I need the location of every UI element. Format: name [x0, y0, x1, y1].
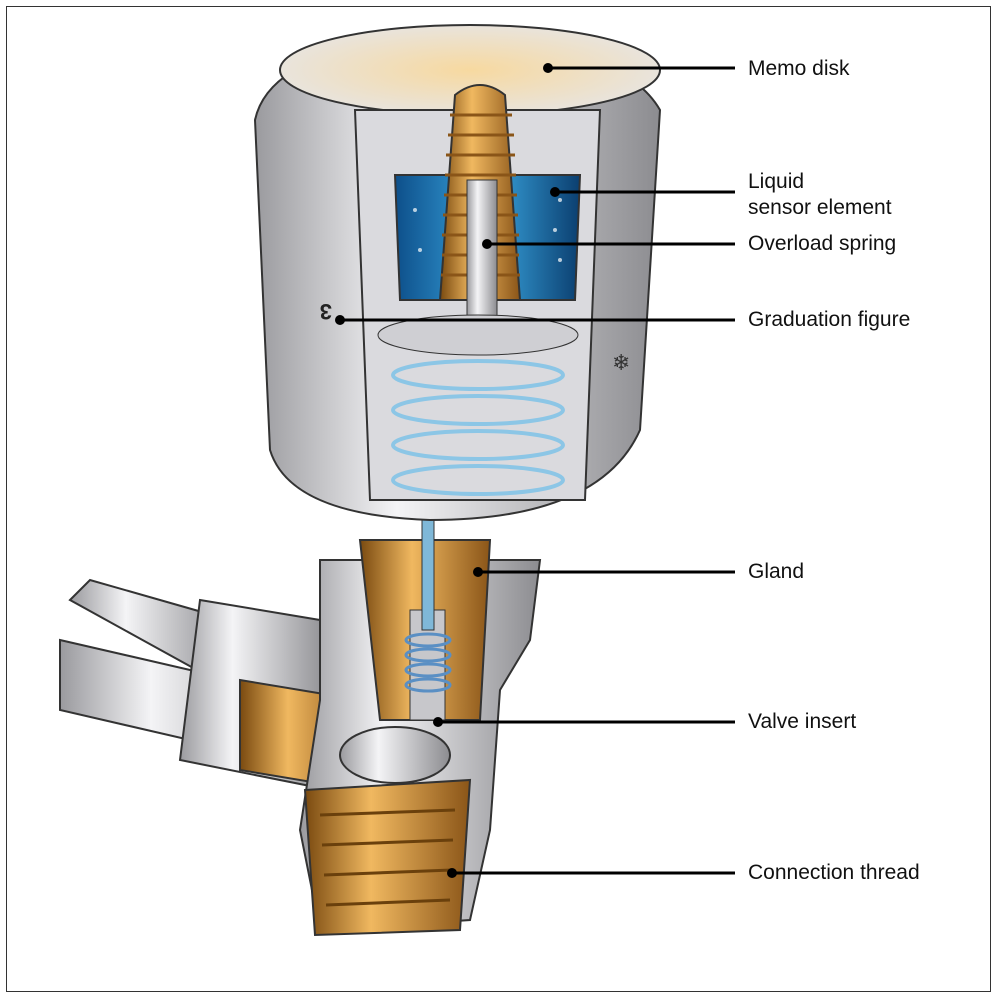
diagram-frame — [6, 6, 991, 992]
label-gland: Gland — [748, 560, 805, 583]
leader-dots — [335, 63, 560, 878]
graduation-mark: 3 — [320, 299, 332, 324]
label-liquid-sensor-line2: sensor element — [748, 196, 892, 219]
label-graduation-figure: Graduation figure — [748, 308, 911, 331]
label-liquid-sensor-line1: Liquid — [748, 170, 805, 193]
label-overload-spring: Overload spring — [748, 232, 897, 255]
label-liquid-sensor: Liquid sensor element — [748, 169, 892, 221]
leader-lines — [340, 66, 735, 875]
label-memo-disk: Memo disk — [748, 57, 850, 80]
label-connection-thread: Connection thread — [748, 861, 920, 884]
valve-body — [298, 519, 542, 937]
snowflake-icon: ❄ — [612, 351, 630, 376]
thermostat-head: 3 ❄ — [253, 24, 662, 522]
label-valve-insert: Valve insert — [748, 710, 857, 733]
pipe-coupling — [59, 578, 361, 792]
